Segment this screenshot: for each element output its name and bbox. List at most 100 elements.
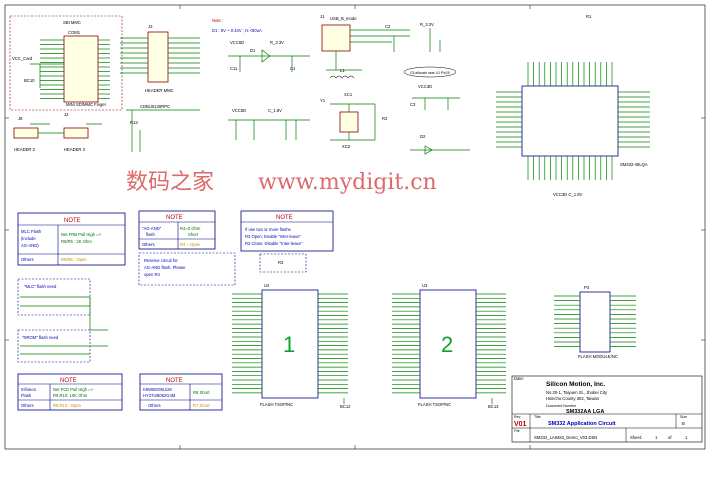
vcc-card-label: VCC_Card <box>12 56 33 61</box>
note-mlc-title: NOTE <box>64 218 81 224</box>
note-k9-others: Others <box>148 403 161 408</box>
c5-note-ellipse <box>403 66 457 78</box>
note-fourflash-line1: If use two or more flashs <box>245 227 291 232</box>
vcc5d-label-2: VCC5D <box>232 108 246 113</box>
note-agand-right-1: R4=0 Ohm <box>180 226 201 231</box>
d2-circuit <box>410 145 470 155</box>
vcc5d-label-1: VCC5D <box>230 40 244 45</box>
u2-ref: U2 <box>264 283 270 288</box>
crystal-wires <box>330 103 376 141</box>
sheet-total: 1 <box>685 435 688 440</box>
title-value: SM332 Application Circuit <box>548 421 616 427</box>
note-mlc-right-1: Net FRB Pull High => <box>61 232 102 237</box>
usb-connector <box>321 24 351 52</box>
sheet-value: 1 <box>655 435 658 440</box>
size-value: B <box>682 421 685 426</box>
l1-ref: L1 <box>340 68 345 73</box>
vcc3d-controller-label: VCC3D C_1.8V <box>553 192 583 197</box>
note-infineon-right-1: Net FCE Pull High => <box>53 387 94 392</box>
size-label: Size <box>680 415 687 419</box>
com1-connector <box>63 35 99 103</box>
note-k9-box <box>139 373 223 411</box>
flash-u2-pins <box>232 293 348 394</box>
bc13-ref: BC13 <box>488 404 499 409</box>
docnum: SM332AA LGA <box>566 409 604 415</box>
file-label: File <box>514 429 520 433</box>
company-addr1: No.20-1, Taiyuen St., Jhubei City <box>546 390 608 395</box>
note-mlc-left-1: MLC Flash <box>21 229 42 234</box>
l1-coil <box>329 75 355 79</box>
left-d3-wires <box>126 109 200 152</box>
p3-ref: P3 <box>584 285 590 290</box>
header2-body <box>13 127 39 139</box>
usb-wires <box>326 29 410 71</box>
flash2-label: FLASH TSOP/NC <box>418 402 451 407</box>
mlc-need-wires <box>20 296 108 331</box>
reserve-line2: AG-AND flash. Please <box>144 265 186 270</box>
sheet-label: Sheet: <box>630 435 642 440</box>
vcc3d-label-top: VCC3D <box>418 84 432 89</box>
note-infineon-left-1: Infineon <box>21 387 37 392</box>
header2-label: HEADER 2 <box>14 147 36 152</box>
company-addr2: Hsinchu County 302, Taiwan <box>546 396 600 401</box>
note-mlc-right-2: R6/R5 : 2K Ohm <box>61 239 92 244</box>
nrom-need-wires <box>20 345 108 355</box>
flash-u3 <box>419 289 477 399</box>
note-mlc-left-2: (include <box>21 236 36 241</box>
r13-label: R13 <box>130 120 138 125</box>
title-block <box>511 375 703 443</box>
com1-pin-wires <box>40 39 110 99</box>
r3v-label-1: R_3.3V <box>270 40 284 45</box>
header-wires <box>30 123 102 134</box>
c3-region-wires <box>412 97 460 110</box>
note-fourflash-title: NOTE <box>276 215 293 221</box>
c5-note-text: C5 allocate near U1 Pin29 <box>410 71 450 75</box>
flash1-label: FLASH TSOP/NC <box>260 402 293 407</box>
note-fourflash-line3: R3 Close: Disable "Inter-leave" <box>245 241 303 246</box>
note-infineon-title: NOTE <box>60 378 77 384</box>
reserve-box <box>138 252 236 286</box>
r3-box <box>259 253 307 273</box>
j6-ref: J6 <box>18 116 23 121</box>
cdr-label: CDBU0130RPC <box>140 104 170 109</box>
note-agand-box <box>138 210 216 250</box>
note-k9-title: NOTE <box>166 378 183 384</box>
header3-label: HEADER 3 <box>64 147 86 152</box>
d1-circuit <box>228 49 310 72</box>
j2-ref: J2 <box>64 112 69 117</box>
controller-u1 <box>521 85 619 157</box>
c3-ref: C3 <box>410 102 416 107</box>
frame-ticks <box>5 5 705 449</box>
mini-sd-label: MINI SD/MMC Finger <box>66 102 107 107</box>
bc12-ref: BC12 <box>340 404 351 409</box>
j3-header-mmc <box>147 31 169 83</box>
y1-crystal <box>339 111 359 133</box>
company-name: Silicon Motion, Inc. <box>546 381 605 388</box>
note-fourflash-box <box>240 210 334 252</box>
rev-label: Rev <box>514 415 521 419</box>
flash-module-p3 <box>579 291 611 353</box>
flash-number-1: 1 <box>283 332 295 357</box>
note-mlc-left-3: AG-AND) <box>21 243 39 248</box>
flash-u3-pins <box>392 293 506 394</box>
note-mlc-others: Others <box>21 257 34 262</box>
header-mmc-label: HEADER MMC <box>145 88 174 93</box>
mlc-need-box <box>17 278 91 316</box>
u3-ref: U3 <box>422 283 428 288</box>
r3v-label-2: R_3.3V <box>420 22 434 27</box>
watermark-cn: 数码之家 <box>126 170 214 195</box>
note-top-line: D1 : 5V ~ 0.44V ; Is <50uA <box>212 28 262 33</box>
r2-ref: R2 <box>382 116 388 121</box>
d1-ref: D1 <box>250 48 256 53</box>
mlc-need-label: "MLC" flash need <box>24 284 57 289</box>
sbi-mmc-label: SBI MMC <box>63 20 81 25</box>
title-label: Title <box>534 415 541 419</box>
note-top-title: Note : <box>212 18 223 23</box>
note-mlc-box <box>17 212 126 266</box>
note-agand-left-2: flash <box>146 232 156 237</box>
note-agand-right-2: Short <box>188 232 199 237</box>
reserve-line1: Reserve circuit for <box>144 258 178 263</box>
j3-ref: J3 <box>148 24 153 29</box>
nrom-need-label: "NROM" flash need <box>22 335 59 340</box>
